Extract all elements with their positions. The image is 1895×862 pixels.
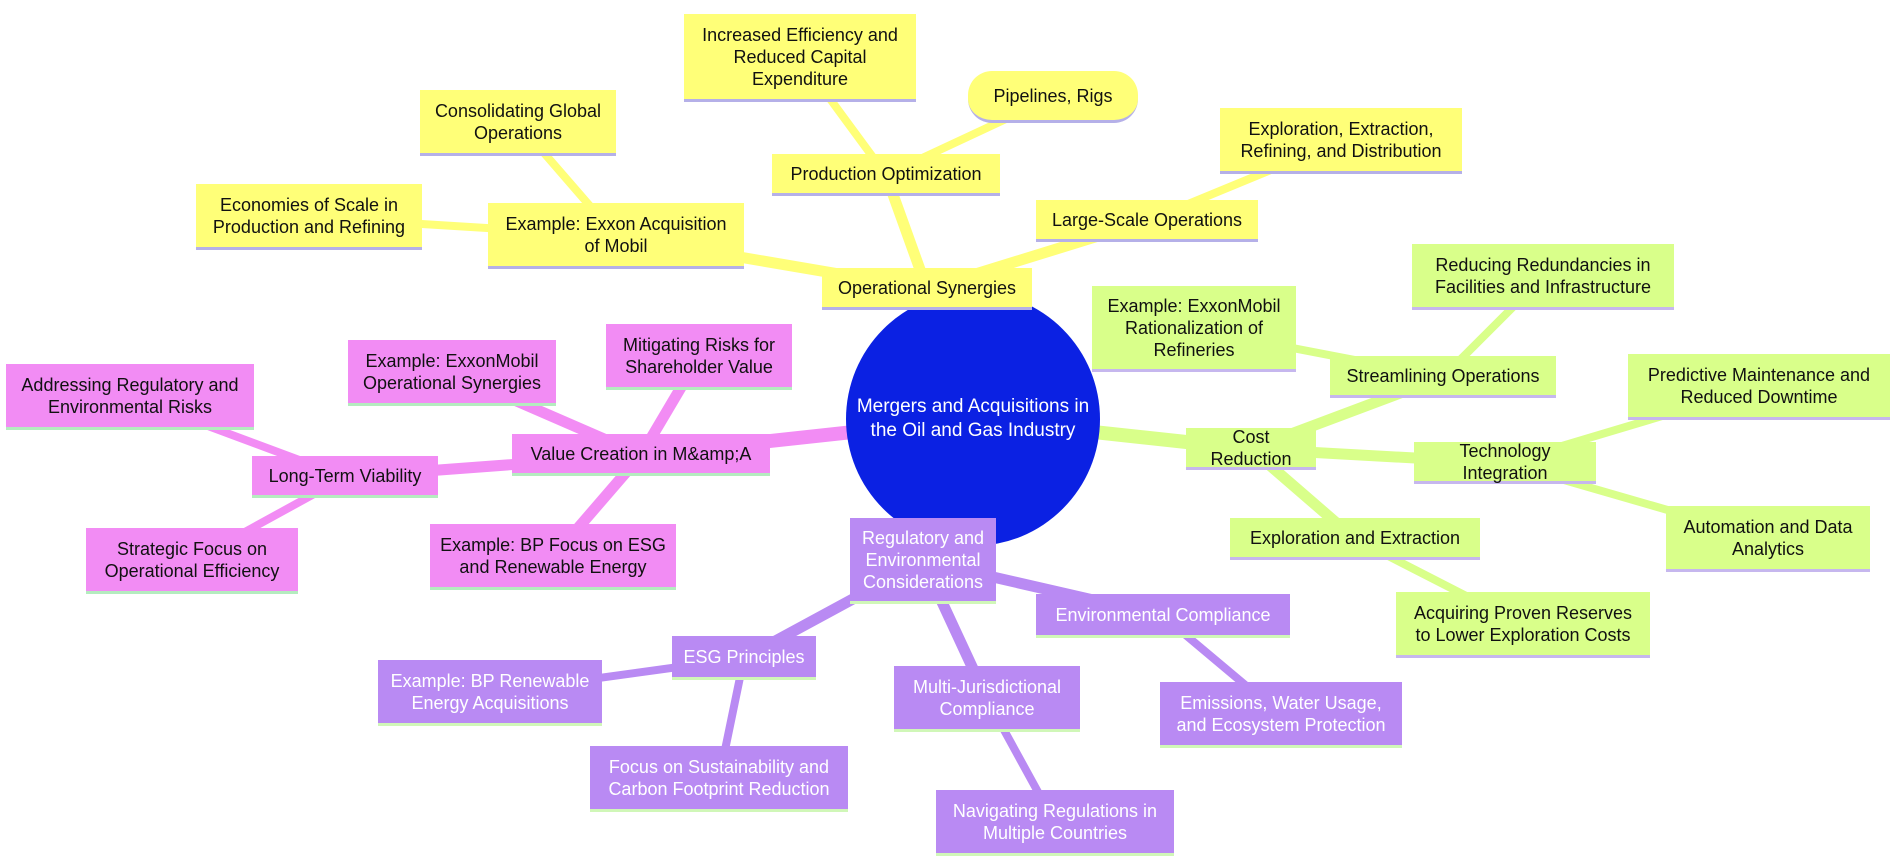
node-automation-data-analytics: Automation and Data Analytics xyxy=(1666,506,1870,572)
node-environmental-compliance: Environmental Compliance xyxy=(1036,594,1290,638)
node-mitigating-risks: Mitigating Risks for Shareholder Value xyxy=(606,324,792,390)
node-exxon-acquisition-mobil: Example: Exxon Acquisition of Mobil xyxy=(488,203,744,269)
node-bp-renewable-acquisitions: Example: BP Renewable Energy Acquisition… xyxy=(378,660,602,726)
node-production-optimization: Production Optimization xyxy=(772,154,1000,196)
branch-cost-reduction: Cost Reduction xyxy=(1186,427,1316,470)
node-esg-principles: ESG Principles xyxy=(672,636,816,680)
branch-operational-synergies: Operational Synergies xyxy=(822,268,1032,310)
node-strategic-focus-efficiency: Strategic Focus on Operational Efficienc… xyxy=(86,528,298,594)
node-acquiring-proven-reserves: Acquiring Proven Reserves to Lower Explo… xyxy=(1396,592,1650,658)
node-streamlining-operations: Streamlining Operations xyxy=(1330,356,1556,398)
node-emissions-water-ecosystem: Emissions, Water Usage, and Ecosystem Pr… xyxy=(1160,682,1402,748)
node-exxonmobil-operational-synergies: Example: ExxonMobil Operational Synergie… xyxy=(348,340,556,406)
node-long-term-viability: Long-Term Viability xyxy=(252,456,438,498)
branch-value-creation: Value Creation in M&amp;A xyxy=(512,434,770,476)
node-technology-integration: Technology Integration xyxy=(1414,441,1596,484)
node-addressing-regulatory-risks: Addressing Regulatory and Environmental … xyxy=(6,364,254,430)
node-predictive-maintenance: Predictive Maintenance and Reduced Downt… xyxy=(1628,354,1890,420)
node-large-scale-operations: Large-Scale Operations xyxy=(1036,200,1258,242)
node-economies-of-scale: Economies of Scale in Production and Ref… xyxy=(196,184,422,250)
node-bp-focus-esg: Example: BP Focus on ESG and Renewable E… xyxy=(430,524,676,590)
node-exploration-and-extraction: Exploration and Extraction xyxy=(1230,518,1480,560)
node-exploration-extraction-refining: Exploration, Extraction, Refining, and D… xyxy=(1220,108,1462,174)
node-navigating-regulations: Navigating Regulations in Multiple Count… xyxy=(936,790,1174,856)
node-exxonmobil-rationalization: Example: ExxonMobil Rationalization of R… xyxy=(1092,286,1296,372)
node-pipelines-rigs: Pipelines, Rigs xyxy=(968,71,1138,123)
node-increased-efficiency: Increased Efficiency and Reduced Capital… xyxy=(684,14,916,102)
node-multi-jurisdictional-compliance: Multi-Jurisdictional Compliance xyxy=(894,666,1080,732)
root-node: Mergers and Acquisitions in the Oil and … xyxy=(846,292,1100,546)
branch-regulatory-environmental: Regulatory and Environmental Considerati… xyxy=(850,518,996,604)
node-focus-sustainability: Focus on Sustainability and Carbon Footp… xyxy=(590,746,848,812)
node-reducing-redundancies: Reducing Redundancies in Facilities and … xyxy=(1412,244,1674,310)
node-consolidating-global-operations: Consolidating Global Operations xyxy=(420,90,616,156)
